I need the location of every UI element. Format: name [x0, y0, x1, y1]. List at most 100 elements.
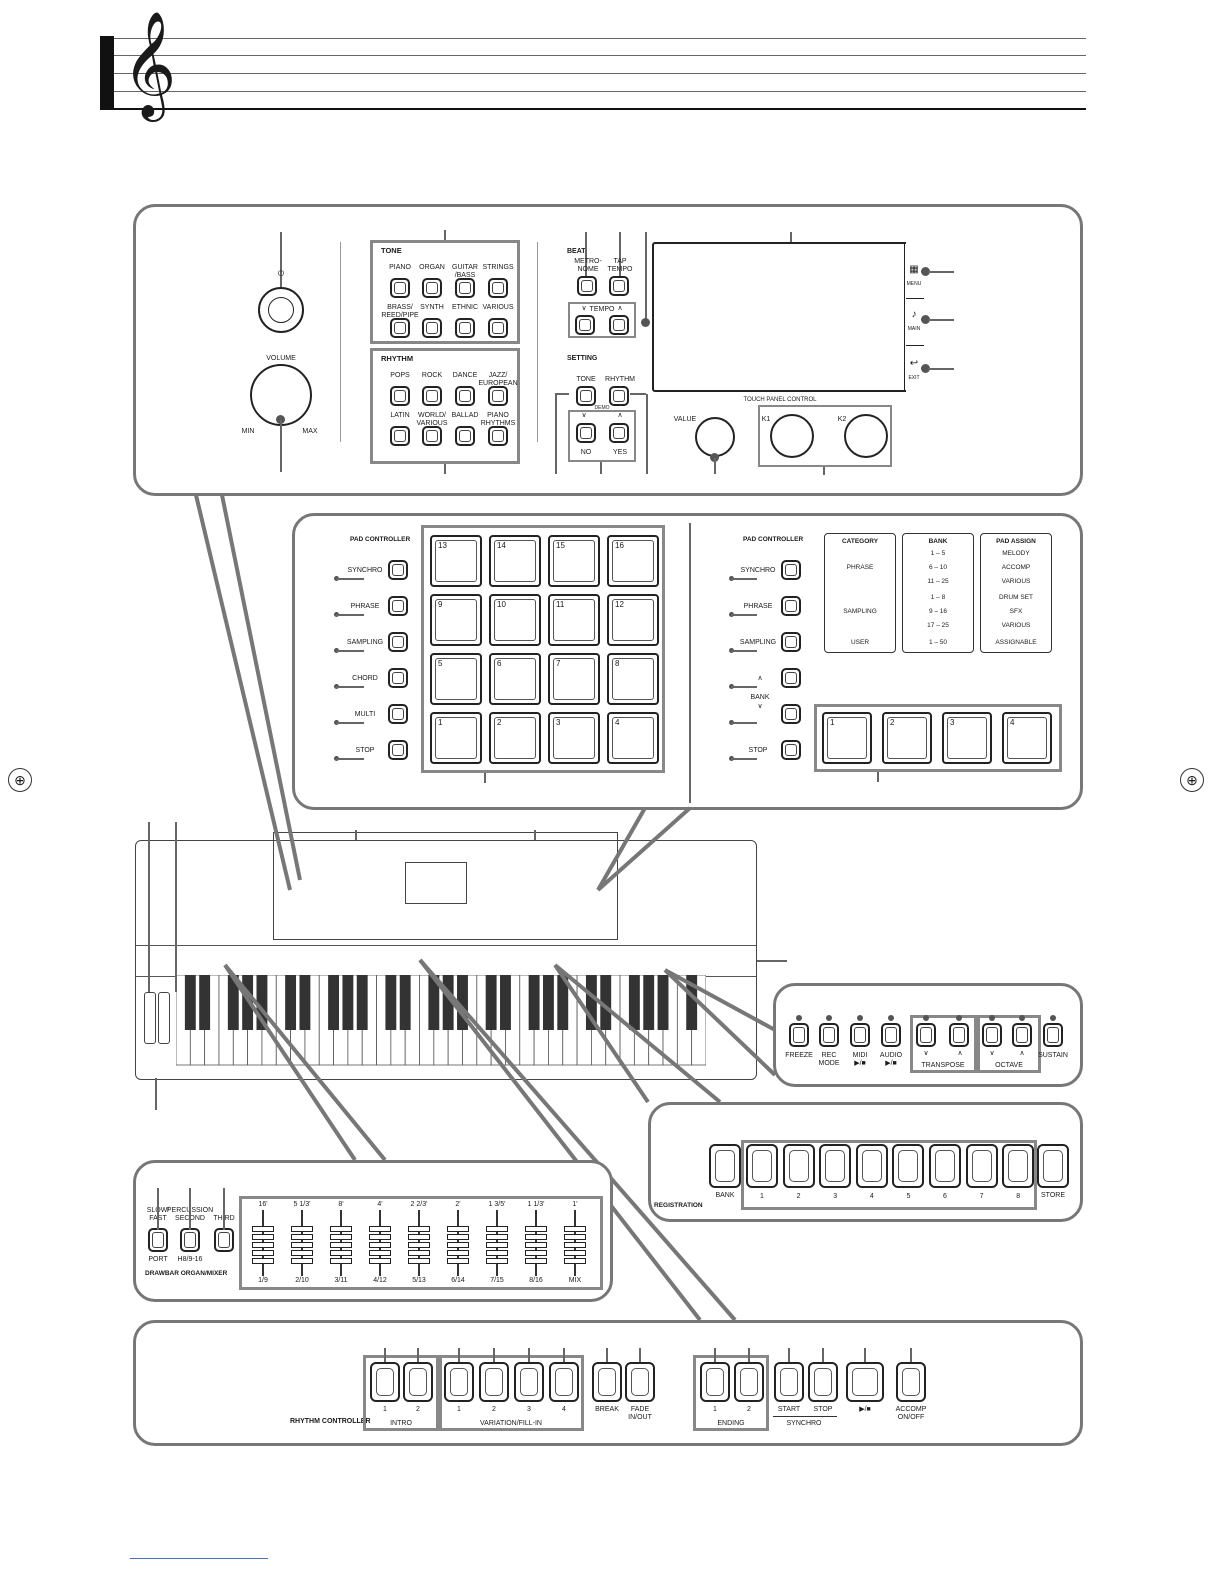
slow-fast-button[interactable]: [148, 1228, 168, 1252]
pad-14[interactable]: 14: [489, 535, 541, 587]
right-panel-button-7[interactable]: [1012, 1023, 1032, 1047]
pad-6[interactable]: 6: [489, 653, 541, 705]
variation-4-button[interactable]: [549, 1362, 579, 1402]
registration-bank-button[interactable]: [709, 1144, 741, 1188]
right-panel-button-3[interactable]: [881, 1023, 901, 1047]
tone-button-0[interactable]: [390, 278, 410, 298]
pad-3[interactable]: 3: [548, 712, 600, 764]
rhythm-button-3[interactable]: [488, 386, 508, 406]
drawbar-slider-2[interactable]: [328, 1210, 354, 1276]
registration-button-6[interactable]: [929, 1144, 961, 1188]
fade-in-out-button[interactable]: [625, 1362, 655, 1402]
pad-5[interactable]: 5: [430, 653, 482, 705]
store-button[interactable]: [1037, 1144, 1069, 1188]
ending-2-button[interactable]: [734, 1362, 764, 1402]
pad-9[interactable]: 9: [430, 594, 482, 646]
pad-left-button-5[interactable]: [388, 740, 408, 760]
menu-icon[interactable]: ▦: [909, 264, 919, 275]
bank-pad-3[interactable]: 3: [942, 712, 992, 764]
bank-pad-2[interactable]: 2: [882, 712, 932, 764]
yes-button[interactable]: [609, 423, 629, 443]
rhythm-button-4[interactable]: [390, 426, 410, 446]
pad-15[interactable]: 15: [548, 535, 600, 587]
k2-knob[interactable]: [844, 414, 888, 458]
pad-13[interactable]: 13: [430, 535, 482, 587]
pad-left-button-0[interactable]: [388, 560, 408, 580]
synchro-stop-button[interactable]: [808, 1362, 838, 1402]
rhythm-button-6[interactable]: [455, 426, 475, 446]
registration-button-2[interactable]: [782, 1144, 815, 1188]
setting-tone-button[interactable]: [576, 386, 596, 406]
drawbar-slider-4[interactable]: [406, 1210, 432, 1276]
drawbar-slider-3[interactable]: [367, 1210, 393, 1276]
right-panel-button-2[interactable]: [850, 1023, 870, 1047]
pad-right-button-0[interactable]: [781, 560, 801, 580]
registration-button-4[interactable]: [855, 1144, 888, 1188]
tempo-down-button[interactable]: [575, 315, 595, 335]
variation-1-button[interactable]: [444, 1362, 474, 1402]
pad-11[interactable]: 11: [548, 594, 600, 646]
break-button[interactable]: [592, 1362, 622, 1402]
tone-button-5[interactable]: [422, 318, 442, 338]
pad-left-button-1[interactable]: [388, 596, 408, 616]
tone-button-6[interactable]: [455, 318, 475, 338]
pad-right-button-3[interactable]: [781, 668, 801, 688]
registration-button-3[interactable]: [819, 1144, 852, 1188]
pad-16[interactable]: 16: [607, 535, 659, 587]
rhythm-button-5[interactable]: [422, 426, 442, 446]
setting-rhythm-button[interactable]: [609, 386, 629, 406]
tone-button-1[interactable]: [422, 278, 442, 298]
registration-button-8[interactable]: [1002, 1144, 1035, 1188]
tap-tempo-button[interactable]: [609, 276, 629, 296]
pitch-bend-wheel[interactable]: [144, 992, 156, 1044]
modulation-wheel[interactable]: [158, 992, 170, 1044]
tone-button-3[interactable]: [488, 278, 508, 298]
right-panel-button-6[interactable]: [982, 1023, 1002, 1047]
metronome-button[interactable]: [577, 276, 597, 296]
pad-left-button-2[interactable]: [388, 632, 408, 652]
bank-pad-1[interactable]: 1: [822, 712, 872, 764]
tone-button-4[interactable]: [390, 318, 410, 338]
pad-left-button-4[interactable]: [388, 704, 408, 724]
rhythm-button-2[interactable]: [455, 386, 475, 406]
pad-right-button-4[interactable]: [781, 704, 801, 724]
drawbar-slider-0[interactable]: [250, 1210, 276, 1276]
drawbar-slider-1[interactable]: [289, 1210, 315, 1276]
tone-button-7[interactable]: [488, 318, 508, 338]
pad-12[interactable]: 12: [607, 594, 659, 646]
perc-second-button[interactable]: [180, 1228, 200, 1252]
right-panel-button-5[interactable]: [949, 1023, 969, 1047]
bank-pad-4[interactable]: 4: [1002, 712, 1052, 764]
tempo-up-button[interactable]: [609, 315, 629, 335]
drawbar-slider-5[interactable]: [445, 1210, 471, 1276]
pad-4[interactable]: 4: [607, 712, 659, 764]
rhythm-button-0[interactable]: [390, 386, 410, 406]
synchro-start-button[interactable]: [774, 1362, 804, 1402]
registration-button-1[interactable]: [746, 1144, 778, 1188]
registration-button-7[interactable]: [965, 1144, 998, 1188]
accomp-on-off-button[interactable]: [896, 1362, 926, 1402]
rhythm-button-7[interactable]: [488, 426, 508, 446]
right-panel-button-1[interactable]: [819, 1023, 839, 1047]
ending-1-button[interactable]: [700, 1362, 730, 1402]
pad-right-button-2[interactable]: [781, 632, 801, 652]
pad-2[interactable]: 2: [489, 712, 541, 764]
drawbar-slider-8[interactable]: [562, 1210, 588, 1276]
exit-icon[interactable]: ↩: [909, 358, 919, 369]
right-panel-button-4[interactable]: [916, 1023, 936, 1047]
registration-button-5[interactable]: [892, 1144, 925, 1188]
variation-2-button[interactable]: [479, 1362, 509, 1402]
drawbar-slider-7[interactable]: [523, 1210, 549, 1276]
touch-display[interactable]: [652, 242, 906, 392]
variation-3-button[interactable]: [514, 1362, 544, 1402]
third-button[interactable]: [214, 1228, 234, 1252]
pad-7[interactable]: 7: [548, 653, 600, 705]
pad-1[interactable]: 1: [430, 712, 482, 764]
drawbar-slider-6[interactable]: [484, 1210, 510, 1276]
right-panel-button-8[interactable]: [1043, 1023, 1063, 1047]
rhythm-button-1[interactable]: [422, 386, 442, 406]
k1-knob[interactable]: [770, 414, 814, 458]
pad-left-button-3[interactable]: [388, 668, 408, 688]
pad-8[interactable]: 8: [607, 653, 659, 705]
pad-right-button-5[interactable]: [781, 740, 801, 760]
